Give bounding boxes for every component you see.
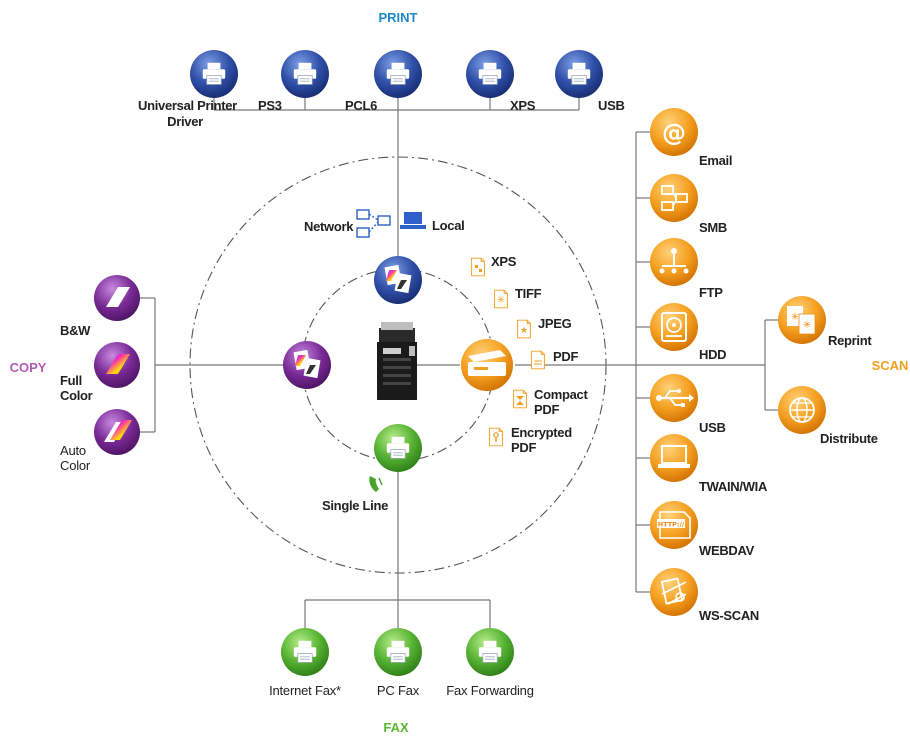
scan-reprint-icon[interactable]: ✳ ✳ [778, 296, 826, 344]
tiff-file-icon: ✳ [494, 289, 508, 309]
fax-label-single-line: Single Line [322, 498, 388, 513]
print-label-usb: USB [598, 98, 625, 113]
compact-pdf-file-icon [513, 389, 527, 409]
format-label-compact-1: Compact [534, 387, 588, 402]
fax-internet-icon[interactable] [281, 628, 329, 676]
copy-items: B&W Full Color Auto Color [60, 275, 140, 473]
connection-group: Network Local [304, 209, 465, 238]
format-label-encrypted-1: Encrypted [511, 425, 572, 440]
scan-label-twain: TWAIN/WIA [699, 479, 768, 494]
connector-lines [140, 95, 778, 630]
svg-text:✳: ✳ [791, 312, 799, 323]
copy-label-full-2: Color [60, 388, 93, 403]
local-label: Local [432, 218, 464, 233]
print-label-ps3: PS3 [258, 98, 282, 113]
network-icon [356, 209, 391, 238]
center-copy-icon[interactable] [283, 341, 331, 389]
phone-icon [369, 476, 383, 492]
print-universal-driver-icon[interactable] [190, 50, 238, 98]
scan-label-ftp: FTP [699, 285, 723, 300]
fax-pc-icon[interactable] [374, 628, 422, 676]
scan-label-ws-scan: WS-SCAN [699, 608, 759, 623]
format-label-pdf: PDF [553, 349, 578, 364]
scan-items: @ [650, 108, 878, 623]
scan-label-usb: USB [699, 420, 726, 435]
copy-label-bw: B&W [60, 323, 91, 338]
scan-label-hdd: HDD [699, 347, 726, 362]
encrypted-pdf-file-icon [489, 427, 503, 447]
print-heading: PRINT [379, 10, 418, 25]
fax-forwarding-icon[interactable] [466, 628, 514, 676]
fax-items: Single Line Internet Fax* PC Fax Fax For… [269, 476, 534, 698]
copy-label-full-1: Full [60, 373, 82, 388]
fax-label-pc: PC Fax [377, 683, 420, 698]
scan-label-webdav: WEBDAV [699, 543, 755, 558]
network-label: Network [304, 219, 354, 234]
format-label-compact-2: PDF [534, 402, 559, 417]
center-fax-icon[interactable] [374, 424, 422, 472]
scan-label-distribute: Distribute [820, 431, 878, 446]
print-usb-icon[interactable] [555, 50, 603, 98]
fax-heading: FAX [383, 720, 409, 735]
format-label-xps: XPS [491, 254, 517, 269]
scan-ftp-icon[interactable] [650, 238, 698, 286]
copy-heading: COPY [10, 360, 47, 375]
center-print-icon[interactable] [374, 256, 422, 304]
scan-twain-icon[interactable] [650, 434, 698, 482]
scan-hdd-icon[interactable] [650, 303, 698, 351]
print-pcl6-icon[interactable] [374, 50, 422, 98]
center-scan-icon[interactable] [461, 339, 513, 391]
jpeg-file-icon: ★ [517, 319, 531, 339]
print-label-universal-1: Universal Printer [138, 98, 237, 113]
scan-label-reprint: Reprint [828, 333, 872, 348]
copy-label-auto-1: Auto [60, 443, 86, 458]
pdf-file-icon [531, 350, 545, 370]
fax-label-internet: Internet Fax* [269, 683, 341, 698]
svg-text:HTTP://: HTTP:// [658, 521, 685, 529]
scan-label-email: Email [699, 153, 732, 168]
scan-label-smb: SMB [699, 220, 727, 235]
xps-file-icon [471, 257, 485, 277]
copy-bw-icon[interactable] [94, 275, 140, 321]
scan-ws-scan-icon[interactable] [650, 568, 698, 616]
copy-full-color-icon[interactable] [94, 342, 140, 388]
format-label-tiff: TIFF [515, 286, 542, 301]
print-items: Universal Printer Driver PS3 PCL6 XPS US… [138, 50, 625, 129]
fax-label-forwarding: Fax Forwarding [446, 683, 534, 698]
copy-auto-color-icon[interactable] [94, 409, 140, 455]
print-label-universal-2: Driver [167, 114, 203, 129]
format-label-encrypted-2: PDF [511, 440, 536, 455]
print-label-pcl6: PCL6 [345, 98, 377, 113]
scan-webdav-icon[interactable]: HTTP:// [650, 501, 698, 549]
scan-usb-icon[interactable] [650, 374, 698, 422]
print-label-xps: XPS [510, 98, 536, 113]
laptop-icon [400, 212, 426, 229]
svg-text:✳: ✳ [497, 295, 505, 306]
scan-distribute-icon[interactable] [778, 386, 826, 434]
print-ps3-icon[interactable] [281, 50, 329, 98]
svg-text:@: @ [662, 119, 686, 147]
file-formats: XPS ✳ TIFF ★ JPEG PDF Compact PDF Encry [471, 254, 589, 455]
scan-email-icon[interactable]: @ [650, 108, 698, 156]
copy-label-auto-2: Color [60, 458, 91, 473]
scan-smb-icon[interactable] [650, 174, 698, 222]
svg-text:★: ★ [520, 326, 528, 336]
mfp-device-icon [377, 322, 417, 400]
svg-text:✳: ✳ [803, 320, 811, 331]
format-label-jpeg: JPEG [538, 316, 572, 331]
print-xps-icon[interactable] [466, 50, 514, 98]
scan-heading: SCAN [872, 358, 909, 373]
